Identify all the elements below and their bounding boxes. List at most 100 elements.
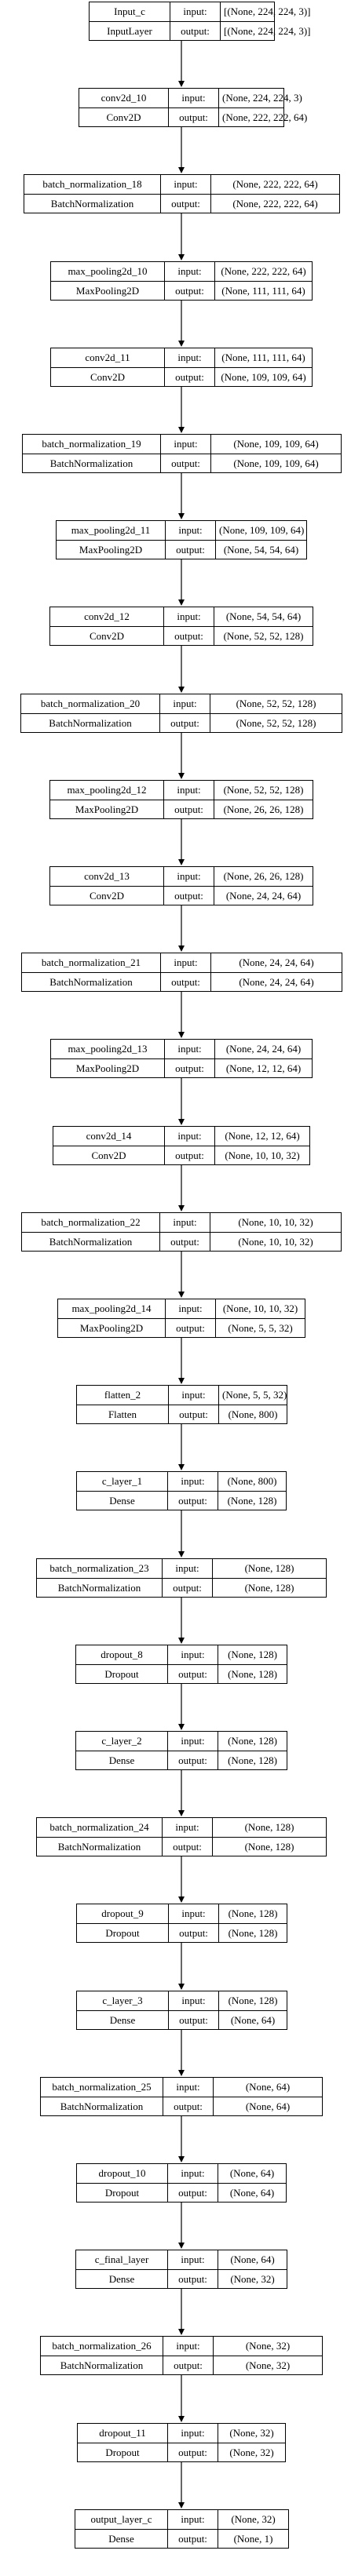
layer-name: conv2d_11 xyxy=(85,352,130,363)
layer-type: Conv2D xyxy=(89,890,125,902)
arrow-head xyxy=(178,2329,185,2335)
output-label: output: xyxy=(162,1838,212,1856)
input-label: input: xyxy=(167,2164,218,2183)
arrow-head xyxy=(178,599,185,606)
layer-type: BatchNormalization xyxy=(49,457,133,469)
layer-name: batch_normalization_21 xyxy=(41,956,141,968)
output-shape: [(None, 224, 224, 3)] xyxy=(220,22,313,41)
layer-name: c_layer_1 xyxy=(101,1475,143,1487)
arrow-head xyxy=(178,341,185,347)
input-shape: (None, 64) xyxy=(218,2250,287,2269)
input-label: input: xyxy=(160,175,210,194)
output-label: output: xyxy=(160,973,210,992)
output-shape: (None, 5, 5, 32) xyxy=(215,1319,305,1338)
output-shape: (None, 128) xyxy=(218,1492,286,1510)
input-shape: (None, 26, 26, 128) xyxy=(214,867,313,886)
arrow-head xyxy=(178,427,185,433)
input-label: input: xyxy=(167,1645,218,1664)
layer-type: BatchNormalization xyxy=(49,717,132,729)
output-label: output: xyxy=(168,2011,218,2030)
output-shape: (None, 64) xyxy=(218,2011,287,2030)
layer-name: max_pooling2d_11 xyxy=(71,524,151,536)
output-label: output: xyxy=(163,800,214,819)
input-shape: (None, 128) xyxy=(218,1732,287,1751)
input-label: input: xyxy=(168,1991,218,2010)
layer-name: max_pooling2d_13 xyxy=(68,1043,148,1055)
output-shape: (None, 10, 10, 32) xyxy=(214,1146,309,1165)
arrow-head xyxy=(178,946,185,952)
output-shape: (None, 64) xyxy=(218,2184,286,2203)
output-shape: (None, 128) xyxy=(218,1665,287,1684)
input-shape: (None, 5, 5, 32) xyxy=(218,1386,290,1405)
layer-name: output_layer_c xyxy=(90,2513,152,2525)
arrow-head xyxy=(178,2502,185,2509)
arrow-head xyxy=(178,81,185,87)
arrow-head xyxy=(178,1205,185,1211)
arrow-head xyxy=(178,1292,185,1298)
layer-type: BatchNormalization xyxy=(49,976,133,988)
layer-name: batch_normalization_25 xyxy=(52,2081,152,2093)
input-shape: (None, 52, 52, 128) xyxy=(210,694,342,713)
layer-name: max_pooling2d_14 xyxy=(71,1303,152,1314)
layer-name: c_final_layer xyxy=(94,2254,149,2265)
output-label: output: xyxy=(159,714,210,733)
input-label: input: xyxy=(162,1559,212,1578)
layer-type: MaxPooling2D xyxy=(75,803,139,815)
input-shape: (None, 128) xyxy=(212,1559,326,1578)
output-label: output: xyxy=(168,108,218,127)
output-label: output: xyxy=(162,1579,212,1598)
input-shape: (None, 111, 111, 64) xyxy=(214,348,312,367)
output-shape: (None, 32) xyxy=(213,2356,322,2375)
arrow-head xyxy=(178,773,185,779)
input-shape: (None, 24, 24, 64) xyxy=(214,1040,312,1058)
output-label: output: xyxy=(167,2530,218,2549)
output-shape: (None, 10, 10, 32) xyxy=(210,1233,341,1252)
output-label: output: xyxy=(168,1405,218,1424)
layer-type: InputLayer xyxy=(107,25,152,37)
input-label: input: xyxy=(160,953,210,972)
layer-name: batch_normalization_20 xyxy=(40,698,141,709)
output-shape: (None, 222, 222, 64) xyxy=(210,195,339,213)
input-shape: (None, 12, 12, 64) xyxy=(214,1127,309,1146)
output-label: output: xyxy=(167,1492,218,1510)
layer-name: batch_normalization_19 xyxy=(42,438,141,450)
layer-name: dropout_11 xyxy=(99,2427,146,2439)
input-shape: (None, 64) xyxy=(213,2078,322,2097)
arrow-head xyxy=(178,1984,185,1990)
output-label: output: xyxy=(160,454,210,473)
input-label: input: xyxy=(164,1040,214,1058)
layer-row-top: max_pooling2d_13 input:(None, 24, 24, 64) xyxy=(51,1040,312,1059)
layer-name: dropout_10 xyxy=(98,2167,146,2179)
output-shape: (None, 128) xyxy=(218,1924,287,1943)
input-label: input: xyxy=(162,1818,212,1837)
